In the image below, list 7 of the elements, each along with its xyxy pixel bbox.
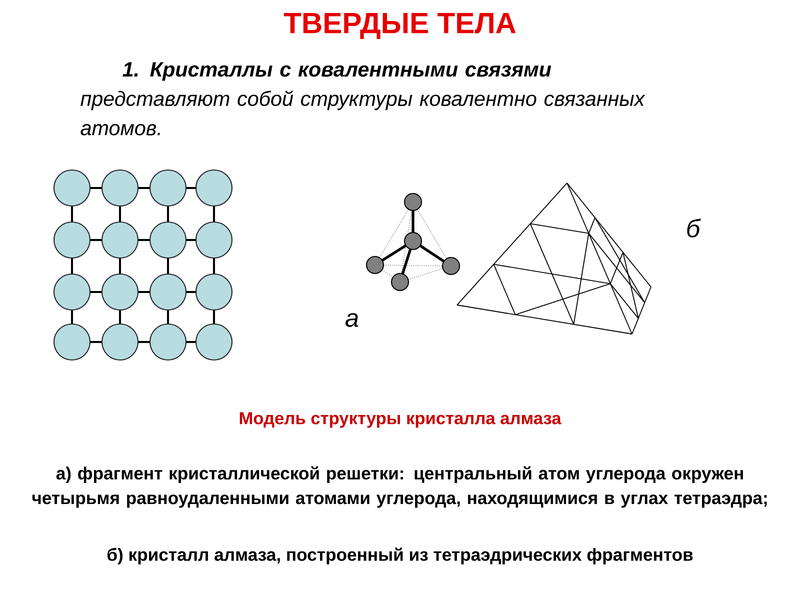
caption-heading: Модель структуры кристалла алмаза [240,412,562,428]
caption-text: а) фрагмент кристаллической решетки: центральный атом углерода окружен четырьмя равноудаленными атомами углерода, находящимися в углах тетраэдра; [32,466,767,508]
intro-text: 1. Кристаллы с ковалентными связями представляют собой структуры ковалентно связанных атомов. [80,62,646,136]
title: ТВЕРДЫЕ ТЕЛА [284,13,516,40]
figure-letter: б [687,218,701,238]
caption-text: б) кристалл алмаза, построенный из тетраэдрических фрагментов [107,548,693,564]
figure-letter: а [346,313,358,327]
